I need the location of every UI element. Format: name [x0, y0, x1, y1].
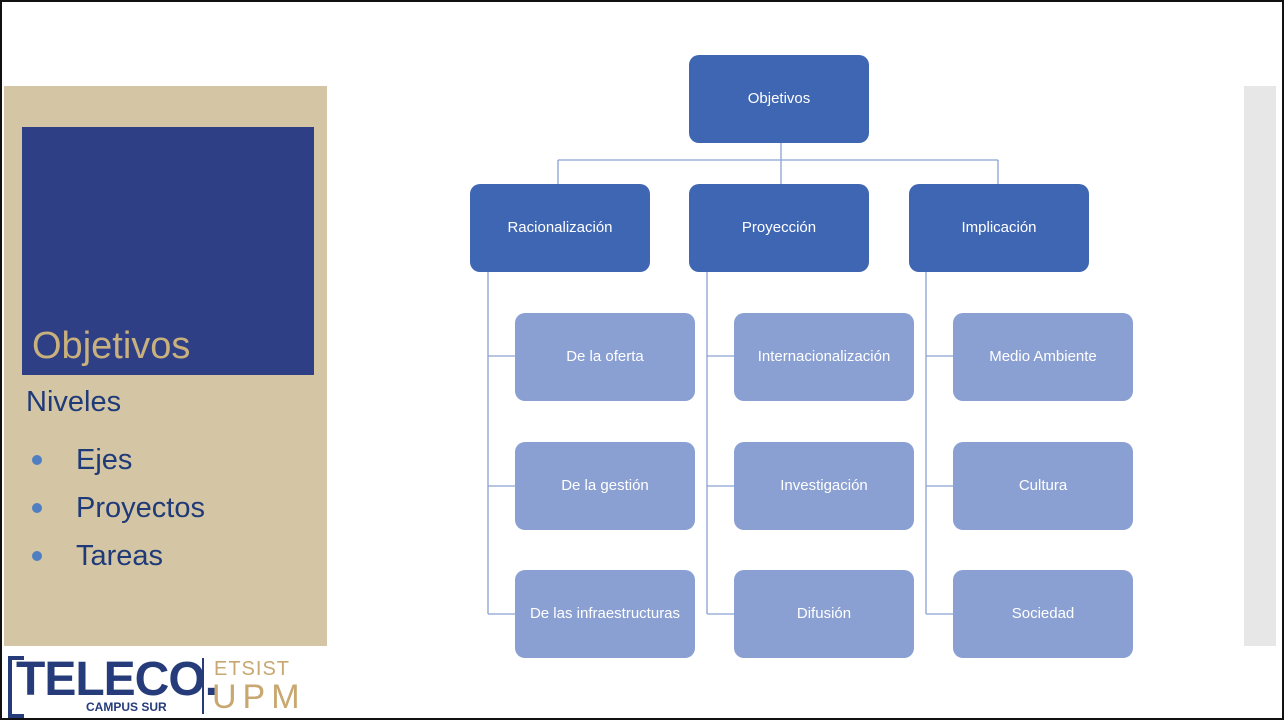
node-branch-proyeccion: Proyección: [689, 184, 869, 272]
bullet-dot-icon: [32, 455, 42, 465]
bullet-item: Tareas: [26, 532, 205, 580]
node-child: Internacionalización: [734, 313, 914, 401]
logo-upm-text: UPM: [212, 678, 306, 716]
bullet-item: Proyectos: [26, 484, 205, 532]
slide-title: Objetivos: [32, 325, 191, 367]
node-branch-implicacion: Implicación: [909, 184, 1089, 272]
node-branch-racionalizacion: Racionalización: [470, 184, 650, 272]
bullet-item: Ejes: [26, 436, 205, 484]
bullet-text: Tareas: [76, 539, 164, 572]
title-box: Objetivos: [22, 127, 314, 375]
bullet-text: Proyectos: [76, 491, 205, 524]
node-child: De la oferta: [515, 313, 695, 401]
node-root: Objetivos: [689, 55, 869, 143]
node-child: Cultura: [953, 442, 1133, 530]
slide-subtitle: Niveles: [26, 386, 122, 418]
logo-campus-text: CAMPUS SUR: [86, 700, 167, 714]
node-child: Medio Ambiente: [953, 313, 1133, 401]
bullet-list: Ejes Proyectos Tareas: [26, 436, 205, 580]
bullet-dot-icon: [32, 503, 42, 513]
node-child: Investigación: [734, 442, 914, 530]
node-child: Difusión: [734, 570, 914, 658]
node-child: Sociedad: [953, 570, 1133, 658]
logo-bracket-icon: [8, 656, 24, 718]
right-margin-panel: [1244, 86, 1276, 646]
logo-teleco-text: TELECO.: [16, 653, 218, 706]
teleco-logo: TELECO. CAMPUS SUR ETSIST UPM: [8, 656, 308, 718]
node-child: De las infraestructuras: [515, 570, 695, 658]
bullet-dot-icon: [32, 551, 42, 561]
logo-etsist-text: ETSIST: [214, 658, 291, 680]
bullet-text: Ejes: [76, 443, 133, 476]
node-child: De la gestión: [515, 442, 695, 530]
logo-separator: [202, 658, 204, 714]
sidebar-panel: Objetivos Niveles Ejes Proyectos Tareas: [4, 86, 327, 646]
